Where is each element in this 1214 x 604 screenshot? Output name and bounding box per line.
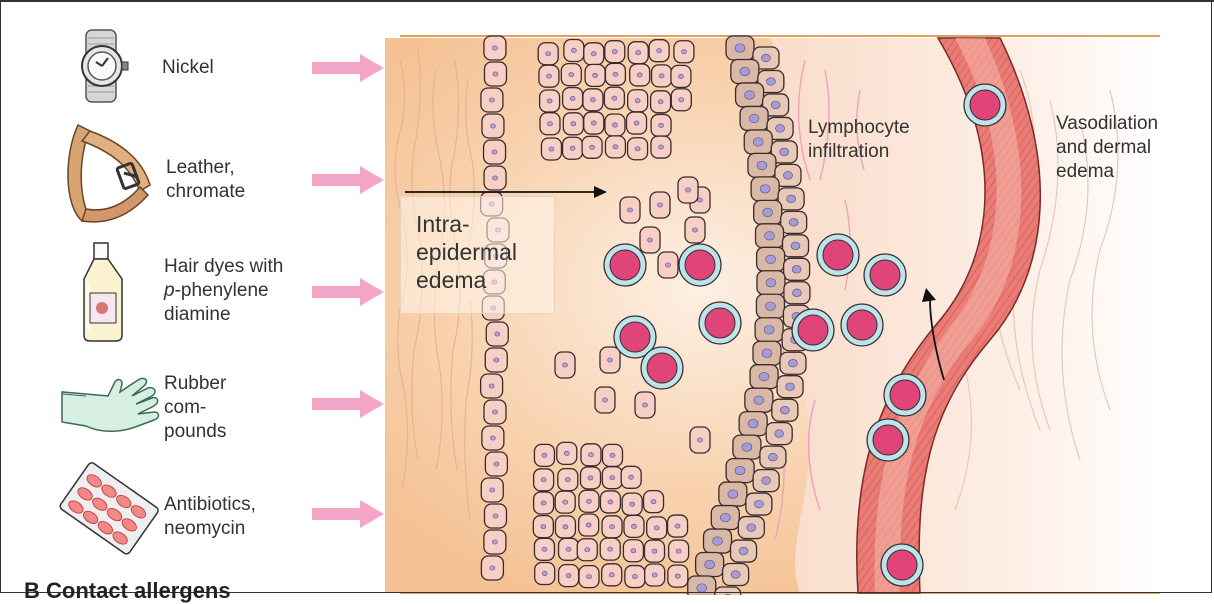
- panel-title: B Contact allergens: [24, 578, 231, 604]
- lymphocyte-infiltration-label: Lymphocyte infiltration: [808, 116, 910, 164]
- vasodilation-label: Vasodilation and dermal edema: [1056, 112, 1158, 184]
- allergen-label-rubber: Rubber com- pounds: [164, 372, 226, 444]
- allergen-label-antibiotics: Antibiotics, neomycin: [164, 493, 256, 541]
- hair-dye-label-rest: -phenylene diamine: [164, 280, 269, 325]
- allergen-label-nickel: Nickel: [162, 56, 214, 80]
- hair-dye-label-line1: Hair dyes with: [164, 256, 283, 277]
- allergen-label-leather: Leather, chromate: [166, 156, 245, 204]
- allergen-label-hair-dyes: Hair dyes with p-phenylene diamine: [164, 255, 283, 327]
- intra-epidermal-edema-label: Intra- epidermal edema: [416, 210, 517, 294]
- hair-dye-label-italic: p: [164, 280, 175, 301]
